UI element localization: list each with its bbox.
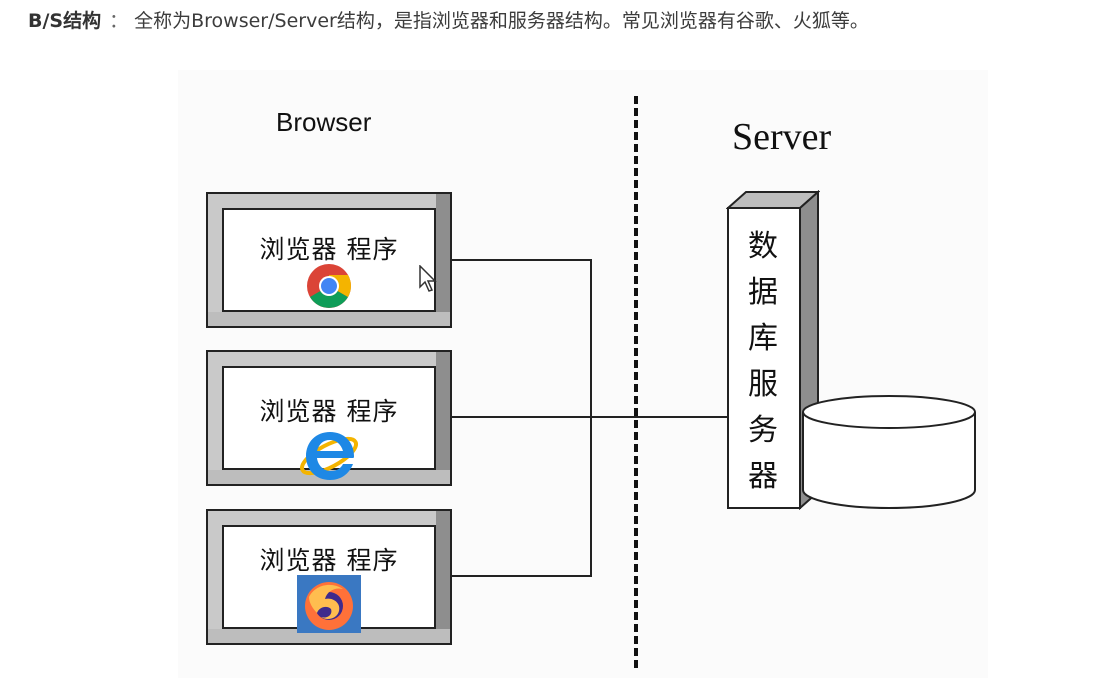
db-char: 务	[748, 413, 778, 448]
client-title: 浏览器 程序	[259, 546, 399, 575]
intro-separator: ：	[109, 10, 129, 32]
db-char: 器	[748, 459, 778, 494]
client-title: 浏览器 程序	[259, 397, 399, 426]
browser-label: Browser	[276, 107, 372, 137]
internet-explorer-icon	[297, 424, 361, 488]
divider-dashed-line	[634, 96, 638, 668]
connector-top	[452, 259, 592, 261]
intro-text: B/S结构 ：全称为Browser/Server结构，是指浏览器和服务器结构。常见…	[28, 6, 869, 33]
database-cylinder-icon	[802, 395, 976, 509]
intro-description: 全称为Browser/Server结构，是指浏览器和服务器结构。常见浏览器有谷歌…	[134, 10, 869, 32]
mouse-cursor-icon	[419, 265, 437, 292]
database-server-label: 数 据 库 服 务 器	[734, 224, 792, 500]
db-char: 据	[748, 275, 778, 310]
intro-term: B/S结构	[28, 10, 102, 32]
firefox-icon	[297, 575, 361, 637]
browser-client-3: 浏览器 程序	[206, 509, 452, 645]
chrome-icon	[305, 262, 353, 314]
browser-client-1: 浏览器 程序	[206, 192, 452, 328]
db-char: 数	[748, 229, 778, 264]
server-label: Server	[732, 116, 832, 158]
connector-bus	[590, 259, 592, 577]
client-title: 浏览器 程序	[259, 235, 399, 264]
db-char: 服	[748, 367, 778, 402]
db-char: 库	[748, 321, 778, 356]
browser-client-2: 浏览器 程序	[206, 350, 452, 486]
connector-bottom	[452, 575, 592, 577]
